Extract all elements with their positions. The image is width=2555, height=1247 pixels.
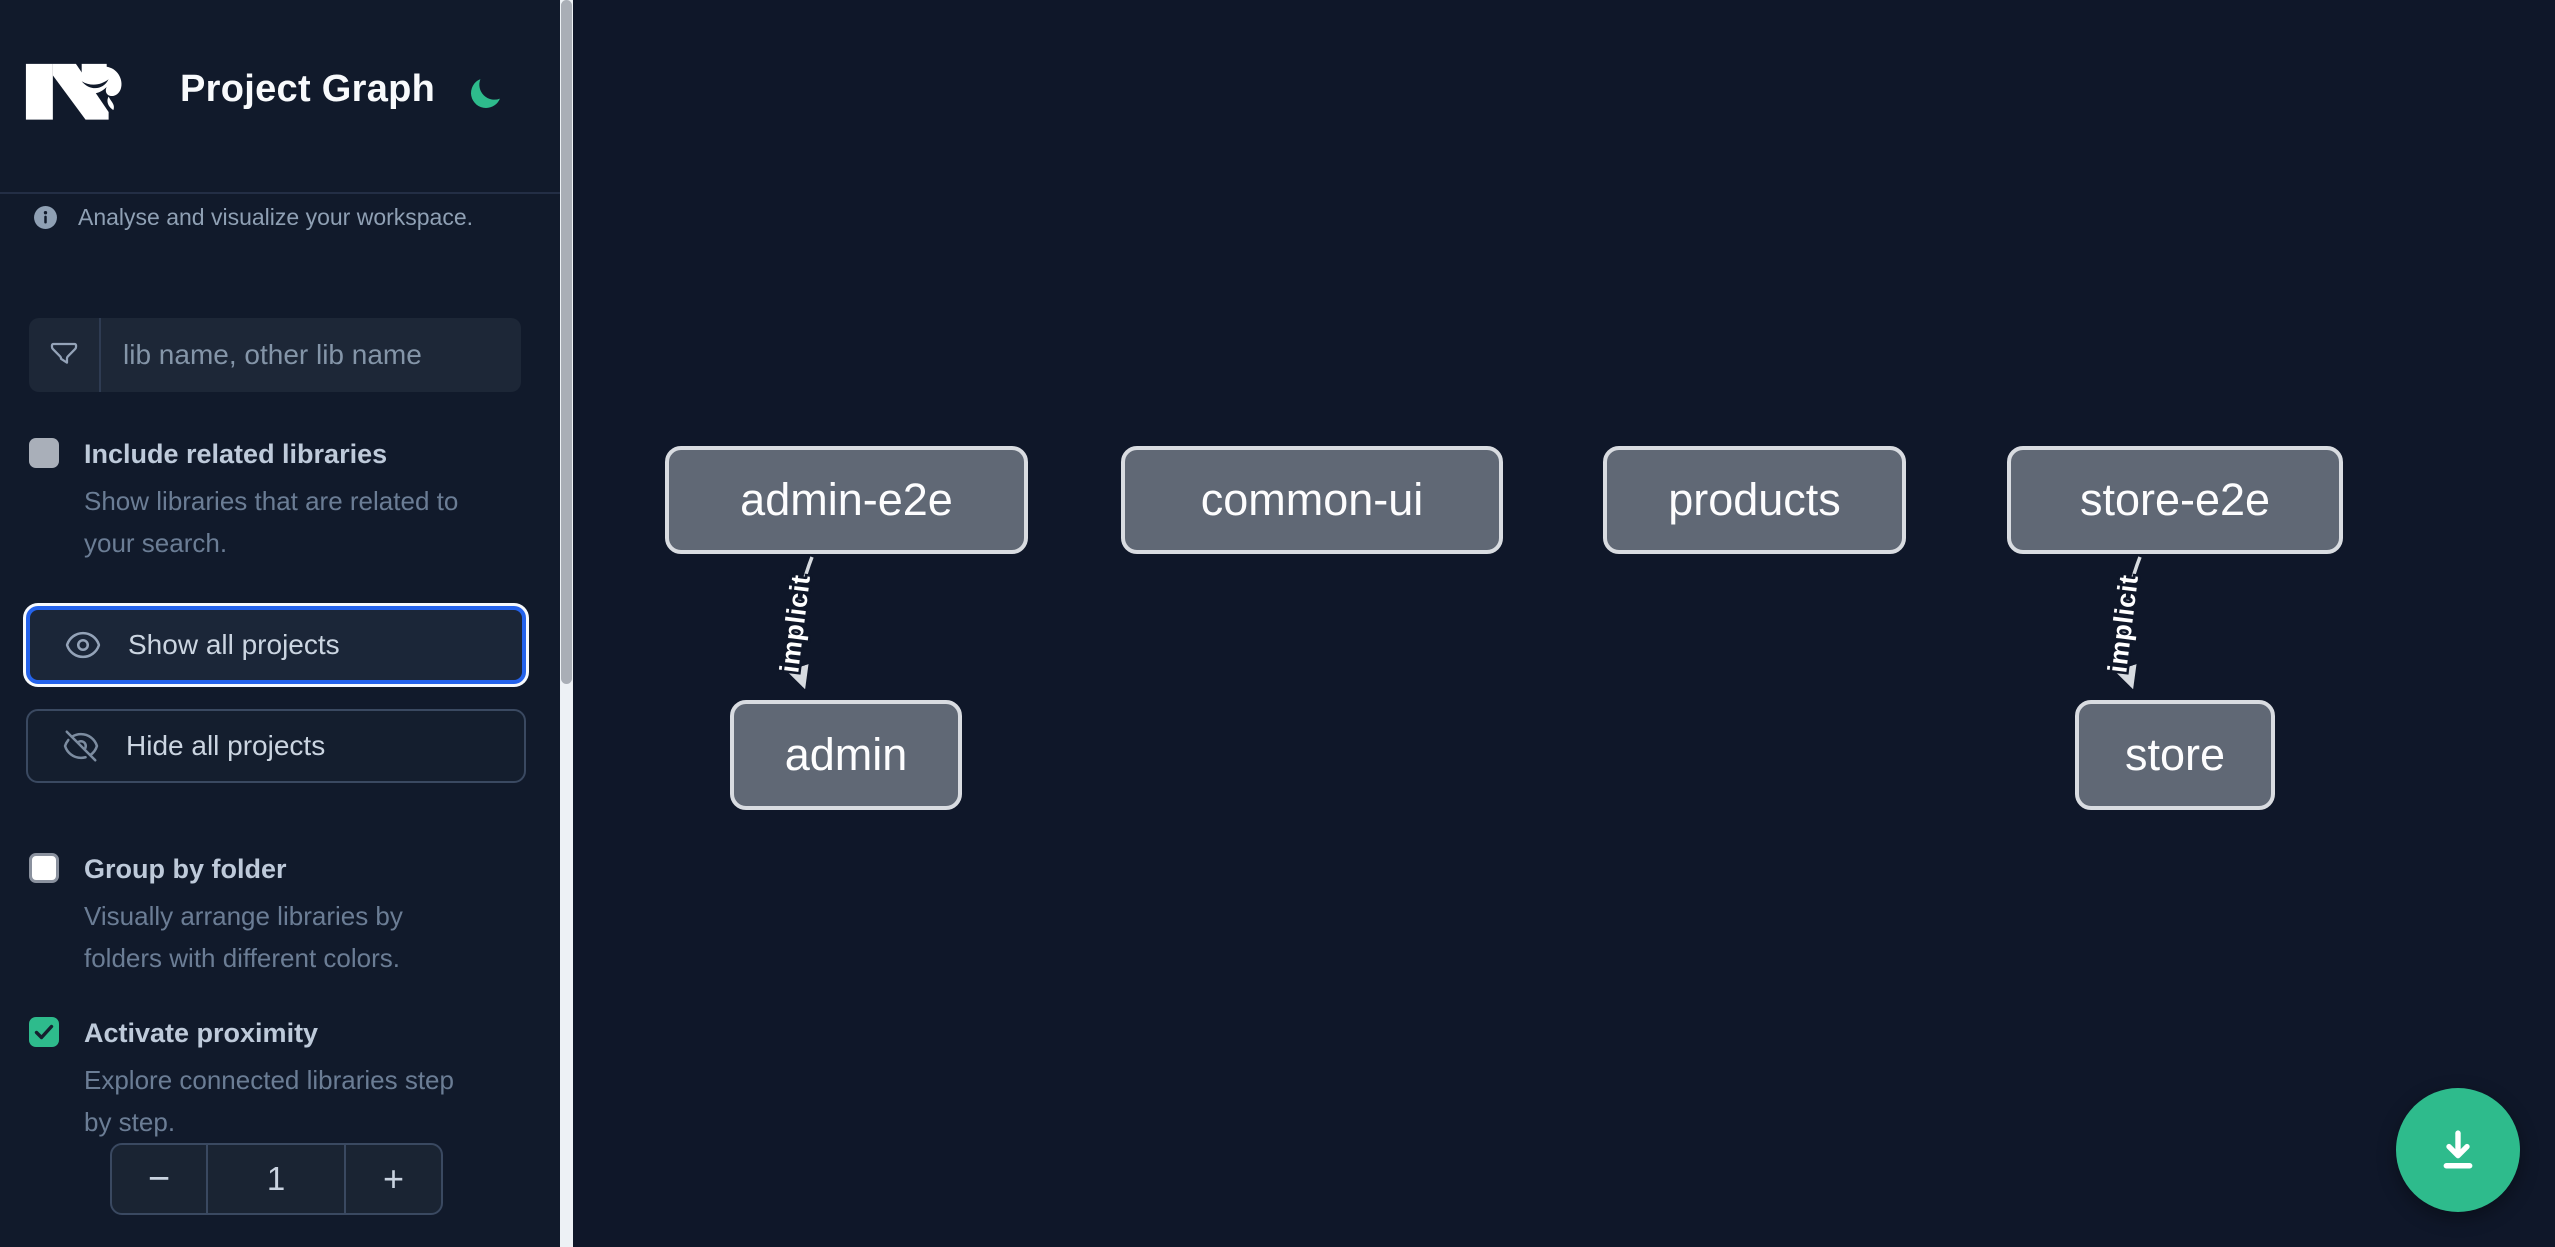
button-label: Show all projects [128,629,340,660]
proximity-depth-value[interactable]: 1 [266,1160,286,1197]
node-label: admin-e2e [740,474,953,525]
sidebar: Project Graph Analyse and visualize your… [0,0,560,1247]
nx-logo [25,63,122,120]
eye-icon [65,631,101,659]
show-all-projects-button[interactable]: Show all projects [26,606,526,684]
edge-label: implicit [2102,573,2144,674]
moon-icon [471,78,500,108]
sidebar-scrollbar-track [560,0,573,1247]
activate-proximity-checkbox[interactable] [29,1017,59,1047]
hide-all-projects-button[interactable]: Hide all projects [26,709,526,783]
tagline: Analyse and visualize your workspace. [78,204,474,230]
group-by-folder-row: Group by folder Visually arrange librari… [29,852,529,979]
button-label: Hide all projects [126,730,326,761]
project-node-store-e2e[interactable]: store-e2e [2007,446,2343,554]
eye-off-icon [63,730,99,762]
project-node-products[interactable]: products [1603,446,1906,554]
search-filter [29,318,521,392]
proximity-stepper: − 1 + [110,1143,443,1215]
dark-mode-toggle[interactable] [464,72,508,116]
checkbox-label: Activate proximity [84,1018,319,1048]
search-input[interactable] [101,339,521,371]
activate-proximity-row: Activate proximity Explore connected lib… [29,1016,529,1143]
include-related-checkbox[interactable] [29,438,59,468]
checkbox-description: Explore connected libraries step by step… [84,1065,454,1137]
edge-admin-e2e-admin [786,556,814,690]
node-label: store [2124,729,2226,780]
node-label: products [1668,474,1841,525]
graph-canvas[interactable]: implicit implicit admin-e2e common-ui pr… [573,0,2555,1247]
checkbox-label: Include related libraries [84,439,388,469]
page-title: Project Graph [180,68,436,110]
include-related-row: Include related libraries Show libraries… [29,437,529,564]
checkbox-description: Visually arrange libraries by folders wi… [84,901,403,973]
sidebar-scrollbar-thumb[interactable] [561,0,572,684]
node-label: common-ui [1200,474,1424,525]
checkbox-label: Group by folder [84,854,287,884]
project-node-admin[interactable]: admin [730,700,962,810]
edge-label: implicit [774,573,816,674]
checkbox-description: Show libraries that are related to your … [84,486,459,558]
decrement-button[interactable]: − [112,1145,208,1213]
graph-edges: implicit implicit [772,556,2147,690]
download-image-button[interactable] [2396,1088,2520,1212]
node-label: admin [784,729,908,780]
check-icon [34,1024,54,1040]
header-divider [0,192,560,194]
increment-button[interactable]: + [344,1145,441,1213]
download-icon [2443,1130,2473,1169]
project-node-store[interactable]: store [2075,700,2275,810]
info-icon [34,206,57,229]
project-node-common-ui[interactable]: common-ui [1121,446,1503,554]
node-label: store-e2e [2079,474,2271,525]
project-node-admin-e2e[interactable]: admin-e2e [665,446,1028,554]
group-by-folder-checkbox[interactable] [29,853,59,883]
filter-icon [50,342,78,364]
edge-store-e2e-store [2114,556,2142,690]
